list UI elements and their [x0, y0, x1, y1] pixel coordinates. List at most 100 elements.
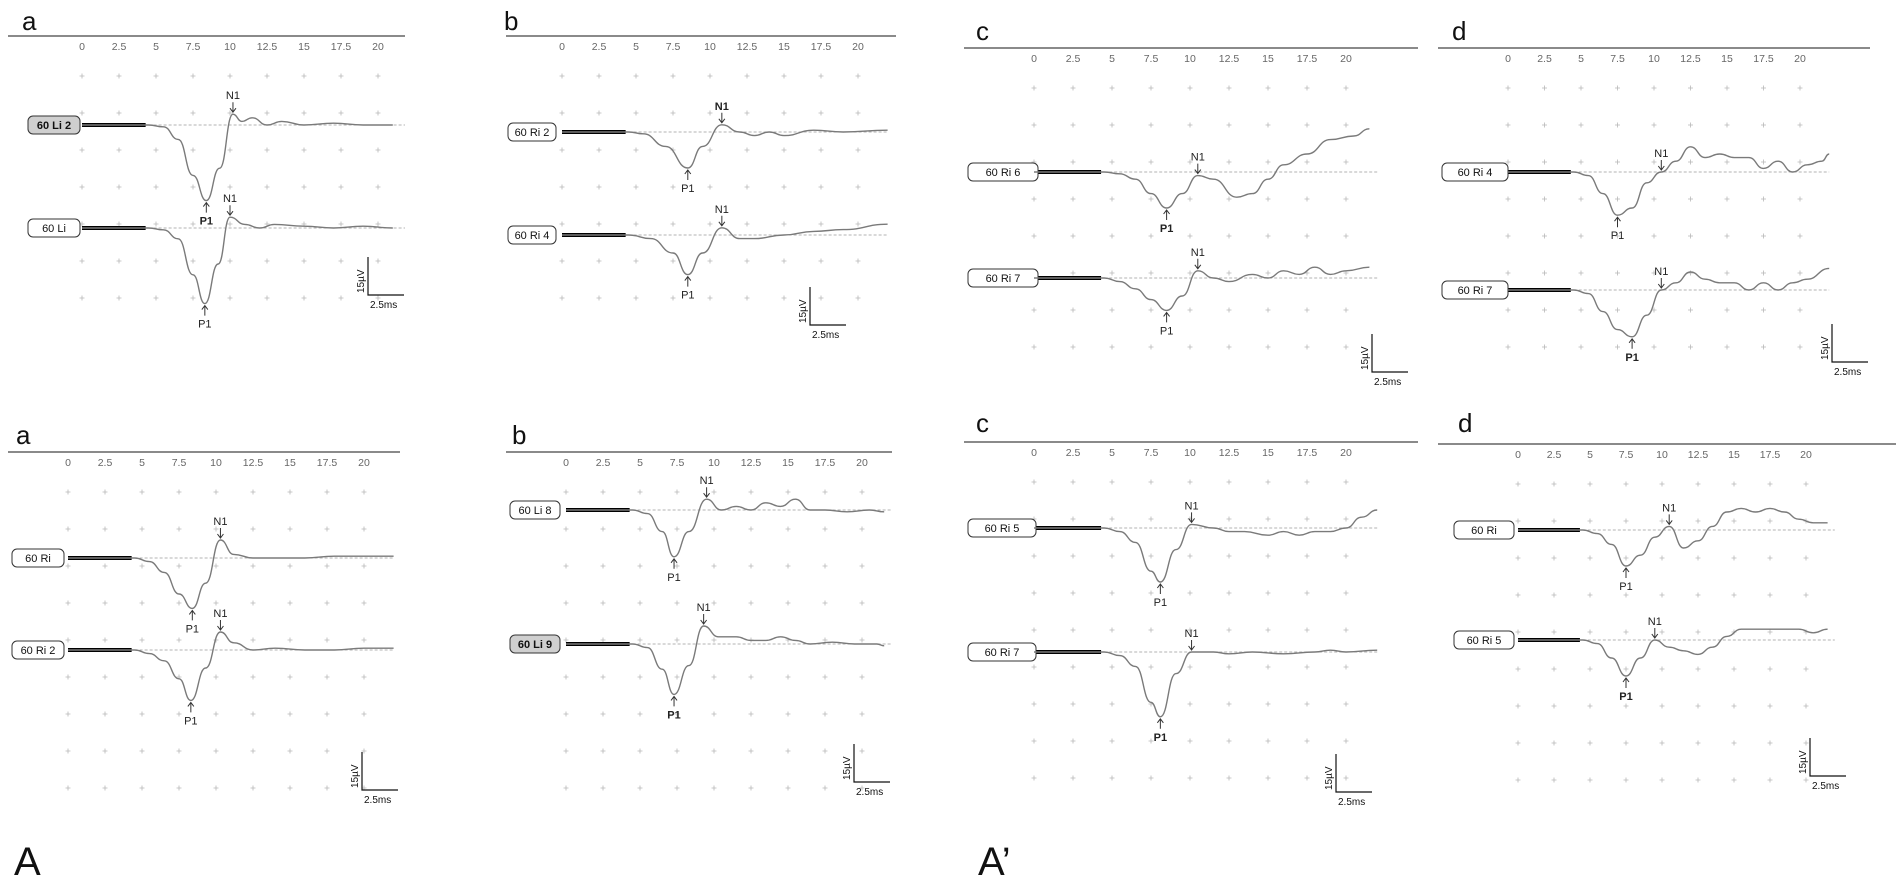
svg-text:N1: N1	[1185, 500, 1199, 512]
panel-label: c	[976, 408, 989, 438]
grid-mark	[65, 674, 71, 680]
grid-mark	[748, 785, 754, 791]
svg-text:15µV: 15µV	[1820, 336, 1831, 360]
grid-mark	[1578, 122, 1584, 128]
grid-mark	[1767, 555, 1773, 561]
grid-mark	[1659, 666, 1665, 672]
grid-mark	[1187, 701, 1193, 707]
svg-text:60 Ri 6: 60 Ri 6	[986, 167, 1021, 179]
grid-mark	[1070, 196, 1076, 202]
grid-mark	[250, 748, 256, 754]
grid-mark	[1587, 518, 1593, 524]
grid-mark	[1031, 627, 1037, 633]
grid-mark	[1731, 481, 1737, 487]
grid-mark	[1724, 233, 1730, 239]
svg-text:60 Li 2: 60 Li 2	[37, 120, 71, 132]
grid-mark	[1265, 590, 1271, 596]
grid-mark	[1070, 233, 1076, 239]
tick-label: 5	[153, 41, 159, 53]
grid-mark	[859, 489, 865, 495]
grid-mark	[1761, 344, 1766, 350]
grid-mark	[633, 110, 639, 116]
grid-mark	[1187, 664, 1193, 670]
svg-text:N1: N1	[213, 608, 227, 620]
grid-mark	[707, 110, 713, 116]
tick-label: 15	[1721, 53, 1733, 65]
grid-mark	[781, 110, 787, 116]
grid-mark	[153, 147, 159, 153]
grid-mark	[1070, 590, 1076, 596]
tick-label: 5	[1578, 53, 1584, 65]
group-label-A-prime: A’	[978, 840, 1011, 884]
grid-mark	[855, 221, 861, 227]
grid-mark	[1304, 307, 1310, 313]
svg-text:P1: P1	[200, 216, 213, 228]
svg-text:P1: P1	[1611, 230, 1624, 242]
waveform-trace	[566, 625, 885, 696]
grid-mark	[1265, 307, 1271, 313]
svg-text:60 Ri 2: 60 Ri 2	[515, 127, 550, 139]
grid-mark	[116, 221, 122, 227]
grid-mark	[785, 526, 791, 532]
grid-mark	[1031, 479, 1037, 485]
tick-label: 20	[852, 41, 864, 53]
grid-mark	[600, 674, 606, 680]
grid-mark	[153, 184, 159, 190]
tick-label: 15	[1262, 447, 1274, 459]
grid-mark	[1226, 775, 1232, 781]
grid-mark	[1226, 307, 1232, 313]
grid-mark	[748, 674, 754, 680]
grid-mark	[563, 489, 569, 495]
grid-mark	[822, 637, 828, 643]
trace-label: 60 Ri 7	[1441, 280, 1509, 300]
svg-text:60 Ri 4: 60 Ri 4	[515, 230, 550, 242]
grid-mark	[1587, 481, 1593, 487]
grid-mark	[287, 526, 293, 532]
grid-mark	[1343, 196, 1349, 202]
grid-mark	[1688, 233, 1693, 239]
grid-mark	[559, 110, 565, 116]
svg-text:60 Ri 2: 60 Ri 2	[21, 645, 56, 657]
grid-mark	[1148, 553, 1154, 559]
grid-mark	[563, 600, 569, 606]
svg-text:P1: P1	[1160, 223, 1173, 235]
waveform-trace	[566, 498, 885, 558]
grid-mark	[748, 600, 754, 606]
grid-mark	[227, 184, 233, 190]
tick-label: 20	[358, 457, 370, 469]
grid-mark	[1031, 122, 1037, 128]
grid-mark	[744, 258, 750, 264]
grid-mark	[707, 73, 713, 79]
grid-mark	[1031, 233, 1037, 239]
grid-mark	[1731, 555, 1737, 561]
grid-mark	[674, 637, 680, 643]
grid-mark	[1724, 122, 1730, 128]
grid-mark	[1761, 196, 1766, 202]
tick-label: 17.5	[811, 41, 832, 53]
tick-label: 17.5	[1297, 447, 1318, 459]
grid-mark	[301, 258, 307, 264]
tick-label: 7.5	[670, 457, 685, 469]
grid-mark	[139, 563, 145, 569]
grid-mark	[176, 600, 182, 606]
grid-mark	[822, 563, 828, 569]
grid-mark	[707, 184, 713, 190]
tick-label: 17.5	[317, 457, 338, 469]
grid-mark	[361, 711, 367, 717]
grid-mark	[1148, 233, 1154, 239]
grid-mark	[674, 785, 680, 791]
grid-mark	[596, 184, 602, 190]
grid-mark	[596, 221, 602, 227]
grid-mark	[1505, 344, 1511, 350]
grid-mark	[287, 600, 293, 606]
grid-mark	[1109, 516, 1115, 522]
grid-mark	[1767, 518, 1773, 524]
svg-text:N1: N1	[715, 101, 729, 113]
grid-mark	[1265, 122, 1271, 128]
svg-text:60 Ri 7: 60 Ri 7	[986, 273, 1021, 285]
grid-mark	[1515, 629, 1521, 635]
grid-mark	[139, 785, 145, 791]
